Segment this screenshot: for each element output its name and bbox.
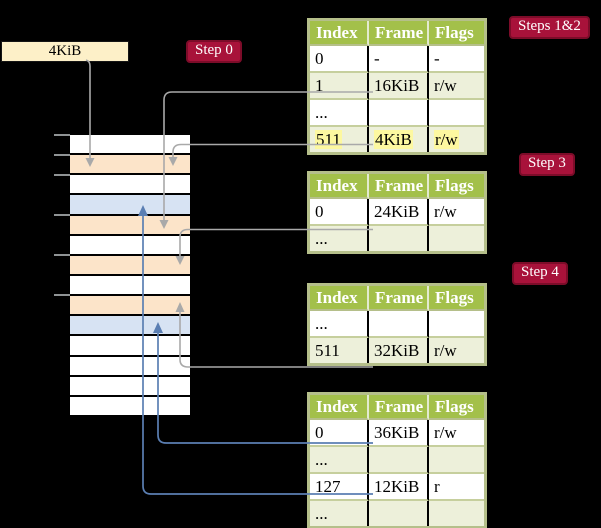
memory-frame-pagetable — [70, 155, 190, 174]
memory-tick — [54, 134, 70, 136]
table-row: ... — [310, 311, 484, 338]
label-4kib-box: 4KiB — [1, 41, 129, 62]
cell-frame: - — [369, 46, 429, 73]
cell-frame: 24KiB — [369, 199, 429, 226]
cell-index: ... — [310, 311, 369, 338]
cell-frame: 4KiB — [369, 127, 429, 152]
memory-frame-pagetable — [70, 255, 190, 274]
cell-index: ... — [310, 501, 369, 526]
column-header-flags: Flags — [429, 395, 484, 420]
badge-steps-1-2: Steps 1&2 — [509, 16, 590, 39]
column-header-frame: Frame — [369, 286, 429, 311]
cell-index: ... — [310, 447, 369, 474]
cell-frame: 16KiB — [369, 73, 429, 100]
cell-frame — [369, 501, 429, 526]
page-table-2: Index Frame Flags 0 24KiB r/w ... — [307, 171, 487, 254]
column-header-index: Index — [310, 21, 369, 46]
cell-flags: r/w — [429, 420, 484, 447]
cell-flags — [429, 226, 484, 251]
cell-index: ... — [310, 226, 369, 251]
cell-index: 0 — [310, 199, 369, 226]
cell-flags — [429, 447, 484, 474]
cell-frame — [369, 311, 429, 338]
column-header-index: Index — [310, 174, 369, 199]
table-row: 0 36KiB r/w — [310, 420, 484, 447]
memory-frame-free — [70, 175, 190, 194]
highlighted-value: r/w — [434, 129, 459, 149]
cell-flags: r/w — [429, 338, 484, 363]
memory-frame-pagetable — [70, 296, 190, 315]
memory-frame-free — [70, 336, 190, 355]
memory-frame-free — [70, 396, 190, 415]
column-header-frame: Frame — [369, 21, 429, 46]
badge-step-0: Step 0 — [186, 40, 242, 63]
column-header-frame: Frame — [369, 395, 429, 420]
badge-step-3: Step 3 — [519, 153, 575, 176]
column-header-flags: Flags — [429, 21, 484, 46]
table-row: ... — [310, 501, 484, 526]
cell-index: 127 — [310, 474, 369, 501]
cell-frame — [369, 226, 429, 251]
table-row: 1 16KiB r/w — [310, 73, 484, 100]
cell-frame: 36KiB — [369, 420, 429, 447]
cell-flags: - — [429, 46, 484, 73]
table-row: 0 - - — [310, 46, 484, 73]
cell-flags: r/w — [429, 127, 484, 152]
memory-tick — [54, 154, 70, 156]
column-header-frame: Frame — [369, 174, 429, 199]
table-row-highlighted: 511 4KiB r/w — [310, 127, 484, 152]
page-table-1: Index Frame Flags 0 - - 1 16KiB r/w ... — [307, 18, 487, 155]
table-header-row: Index Frame Flags — [310, 21, 484, 46]
cell-flags — [429, 100, 484, 127]
memory-frame-free — [70, 376, 190, 395]
page-table-4: Index Frame Flags 0 36KiB r/w ... 127 12… — [307, 392, 487, 528]
cell-frame: 12KiB — [369, 474, 429, 501]
cell-index: 0 — [310, 420, 369, 447]
column-header-flags: Flags — [429, 286, 484, 311]
memory-tick — [54, 174, 70, 176]
memory-tick — [54, 294, 70, 296]
cell-flags: r — [429, 474, 484, 501]
cell-flags: r/w — [429, 199, 484, 226]
highlighted-value: 4KiB — [374, 129, 413, 149]
page-table-3: Index Frame Flags ... 511 32KiB r/w — [307, 283, 487, 366]
memory-tick — [54, 254, 70, 256]
column-header-index: Index — [310, 286, 369, 311]
memory-frame-data — [70, 195, 190, 214]
column-header-flags: Flags — [429, 174, 484, 199]
cell-index: 511 — [310, 338, 369, 363]
table-header-row: Index Frame Flags — [310, 286, 484, 311]
cell-index: 1 — [310, 73, 369, 100]
memory-frame-free — [70, 356, 190, 375]
memory-frame-data — [70, 316, 190, 335]
cell-frame — [369, 100, 429, 127]
cell-frame — [369, 447, 429, 474]
table-row: ... — [310, 447, 484, 474]
memory-tick — [54, 214, 70, 216]
physical-memory-column — [70, 135, 190, 415]
memory-frame-pagetable — [70, 215, 190, 234]
table-row: ... — [310, 100, 484, 127]
table-row: 127 12KiB r — [310, 474, 484, 501]
cell-index: ... — [310, 100, 369, 127]
memory-frame-free — [70, 275, 190, 295]
table-header-row: Index Frame Flags — [310, 395, 484, 420]
cell-flags — [429, 501, 484, 526]
cell-flags — [429, 311, 484, 338]
column-header-index: Index — [310, 395, 369, 420]
table-row: 0 24KiB r/w — [310, 199, 484, 226]
badge-step-4: Step 4 — [512, 262, 568, 285]
memory-frame-free — [70, 235, 190, 254]
table-row: 511 32KiB r/w — [310, 338, 484, 363]
cell-frame: 32KiB — [369, 338, 429, 363]
memory-frame-free — [70, 135, 190, 154]
cell-index: 511 — [310, 127, 369, 152]
cell-flags: r/w — [429, 73, 484, 100]
highlighted-value: 511 — [315, 129, 342, 149]
table-header-row: Index Frame Flags — [310, 174, 484, 199]
cell-index: 0 — [310, 46, 369, 73]
table-row: ... — [310, 226, 484, 251]
